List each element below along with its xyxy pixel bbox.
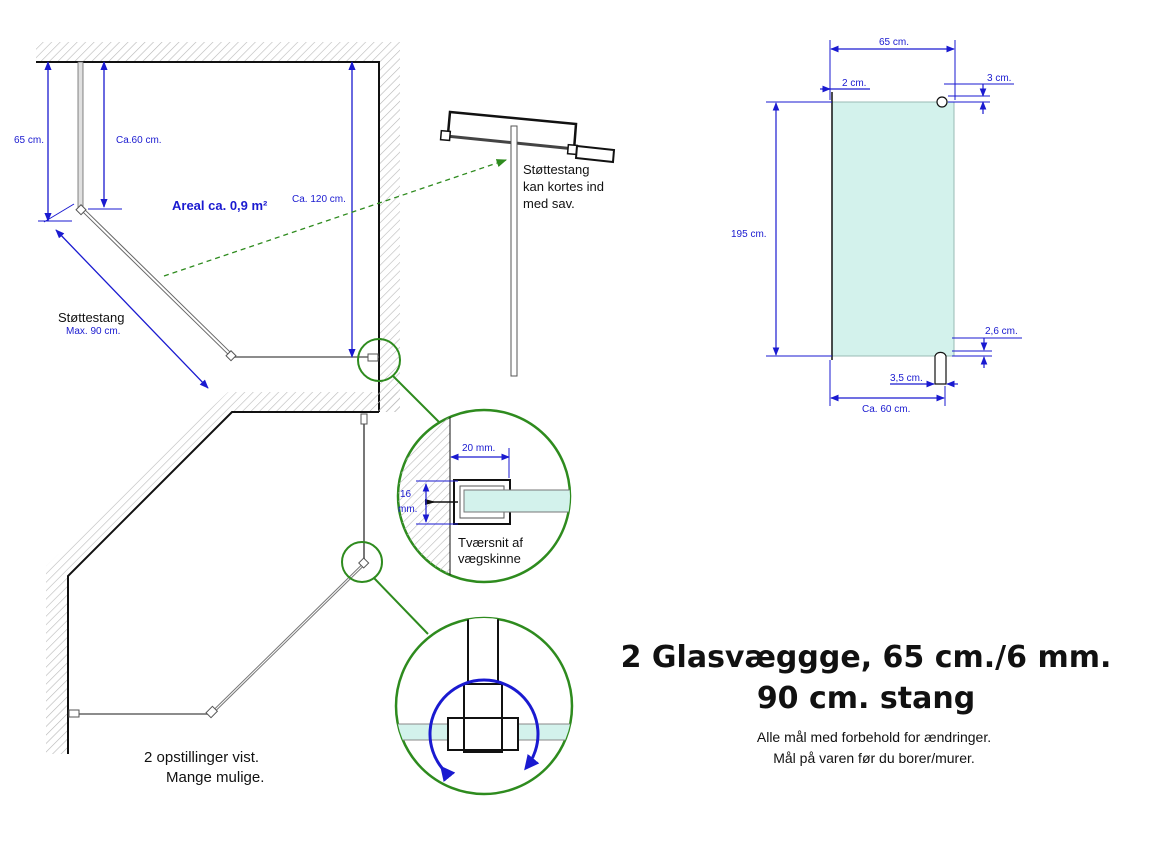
callout-rail-section: 20 mm. 16 mm. Tværsnit af vægskinne — [357, 338, 572, 584]
dim-label-60: Ca.60 cm. — [116, 135, 162, 146]
bottom-plan: 2 opstillinger vist. Mange mulige. — [46, 392, 400, 786]
callout-marker-1 — [357, 338, 401, 382]
rod-max-label: Max. 90 cm. — [66, 326, 120, 337]
glass-edge — [463, 489, 570, 513]
title-line2: 90 cm. stang — [757, 681, 975, 716]
dashed-pointer-arrow — [163, 159, 507, 277]
rail-caption-2: vægskinne — [458, 551, 521, 566]
hinge-rod — [467, 618, 499, 687]
glass-dim-height: 195 cm. — [731, 229, 767, 240]
rod-detail-line2: kan kortes ind — [523, 179, 604, 194]
callout-hinge — [341, 541, 574, 796]
glass-panel-elevation: 65 cm. 2 cm. 3 cm. 195 cm. 2,6 cm. 3,5 c… — [731, 37, 1022, 415]
subtitle-line1: Alle mål med forbehold for ændringer. — [757, 729, 991, 745]
rail-dim-height-1: 16 — [400, 489, 412, 500]
rod-detail-line3: med sav. — [523, 196, 575, 211]
wall-hatch-bottom — [46, 392, 400, 754]
rail-dim-height-2: mm. — [398, 504, 417, 515]
glass-dim-35: 3,5 cm. — [890, 373, 923, 384]
dim-line-rod — [55, 229, 209, 389]
rod-label: Støttestang — [58, 310, 124, 325]
support-rod-detail — [510, 125, 518, 377]
top-plan: 65 cm. Ca.60 cm. Ca. 120 cm. Areal ca. 0… — [14, 42, 507, 412]
glass-dim-3: 3 cm. — [987, 73, 1011, 84]
saw-handle-icon — [574, 144, 616, 164]
glass-panel — [831, 101, 955, 357]
subtitle-line2: Mål på varen før du borer/murer. — [773, 750, 975, 766]
wall-line-bottom — [67, 411, 379, 754]
glass-dim-26: 2,6 cm. — [985, 326, 1018, 337]
setups-line2: Mange mulige. — [166, 769, 264, 786]
area-label: Areal ca. 0,9 m² — [172, 198, 268, 213]
dim-label-65: 65 cm. — [14, 135, 44, 146]
rod-detail: Støttestang kan kortes ind med sav. — [439, 110, 616, 377]
hinge-notch-bottom — [934, 351, 947, 385]
setups-line1: 2 opstillinger vist. — [144, 749, 259, 766]
dim-label-120: Ca. 120 cm. — [292, 194, 346, 205]
saw-frame — [446, 110, 578, 151]
wall-line-top — [36, 61, 380, 412]
title-line1: 2 Glasvæggge, 65 cm./6 mm. — [621, 640, 1112, 675]
rotation-arrow-icon — [428, 678, 540, 783]
glass-dim-2: 2 cm. — [842, 78, 866, 89]
glass-panel-vertical — [77, 61, 84, 209]
title-block: 2 Glasvæggge, 65 cm./6 mm. 90 cm. stang … — [621, 640, 1112, 766]
glass-dim-top: 65 cm. — [879, 37, 909, 48]
rail-caption-1: Tværsnit af — [458, 535, 523, 550]
glass-dim-60: Ca. 60 cm. — [862, 404, 910, 415]
rail-dim-width: 20 mm. — [462, 443, 495, 454]
callout-marker-2 — [341, 541, 383, 583]
rod-detail-line1: Støttestang — [523, 162, 589, 177]
hinge-hole-top — [936, 96, 948, 108]
